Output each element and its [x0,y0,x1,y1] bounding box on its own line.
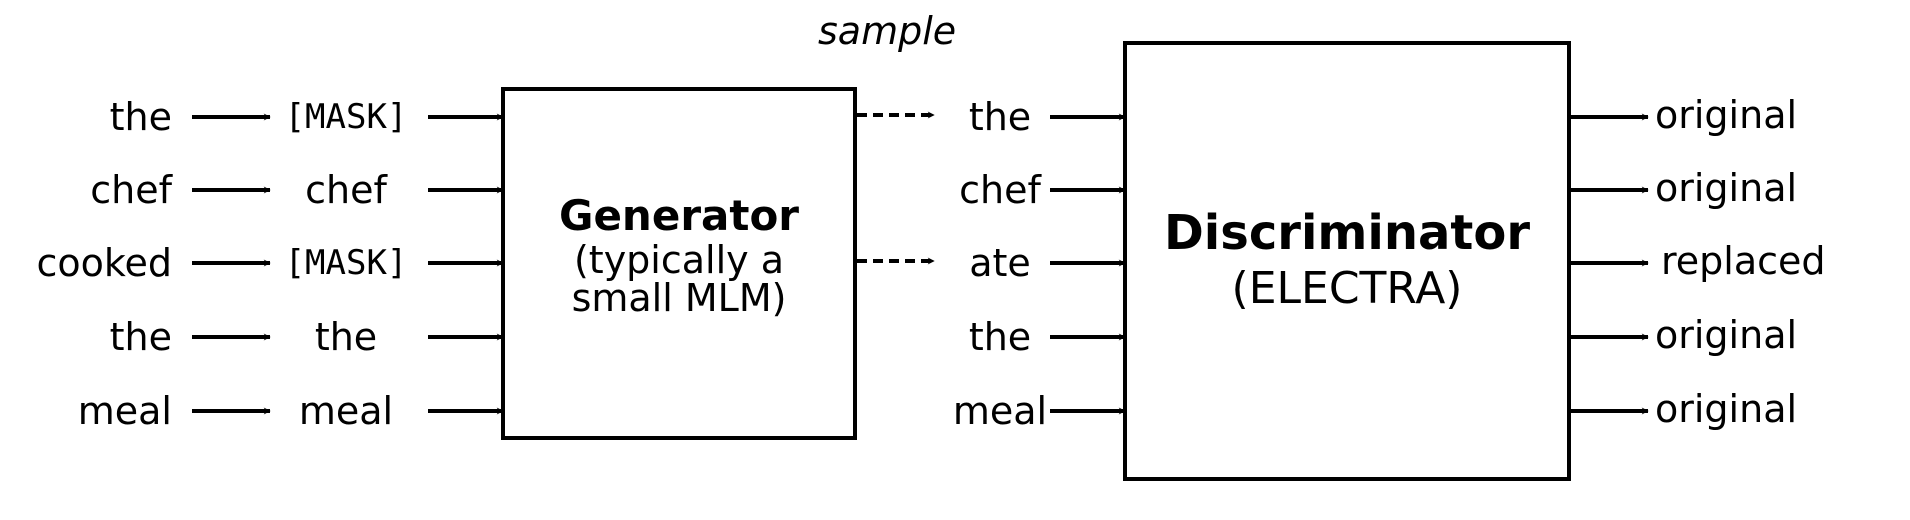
output-label: replaced [1661,239,1826,283]
input-token: chef [90,168,172,212]
input-token: meal [77,389,172,433]
output-label: original [1655,166,1798,210]
sample-label: sample [818,9,957,53]
output-label: original [1655,93,1798,137]
output-label: original [1655,313,1798,357]
discriminator-subtitle: (ELECTRA) [1231,263,1463,314]
input-token: cooked [36,241,172,285]
output-label: original [1655,387,1798,431]
sampled-token: the [968,315,1032,359]
mask-token: [MASK] [284,97,408,137]
generator-subtitle-line2: small MLM) [571,276,787,320]
generator-box: Generator (typically a small MLM) [501,87,857,440]
masked-input-token: the [314,315,378,359]
discriminator-title: Discriminator [1163,205,1531,261]
masked-input-token: meal [298,389,394,433]
mask-token: [MASK] [284,243,408,283]
sampled-token: chef [959,168,1041,212]
discriminator-box: Discriminator (ELECTRA) [1123,41,1571,481]
sampled-token: ate [969,241,1031,285]
generator-subtitle-line1: (typically a [573,238,785,282]
input-token: the [109,315,172,359]
input-token: the [109,95,172,139]
sampled-token: the [968,95,1032,139]
sampled-token: meal [952,389,1048,433]
masked-input-token: chef [305,168,387,212]
generator-title: Generator [558,191,800,240]
